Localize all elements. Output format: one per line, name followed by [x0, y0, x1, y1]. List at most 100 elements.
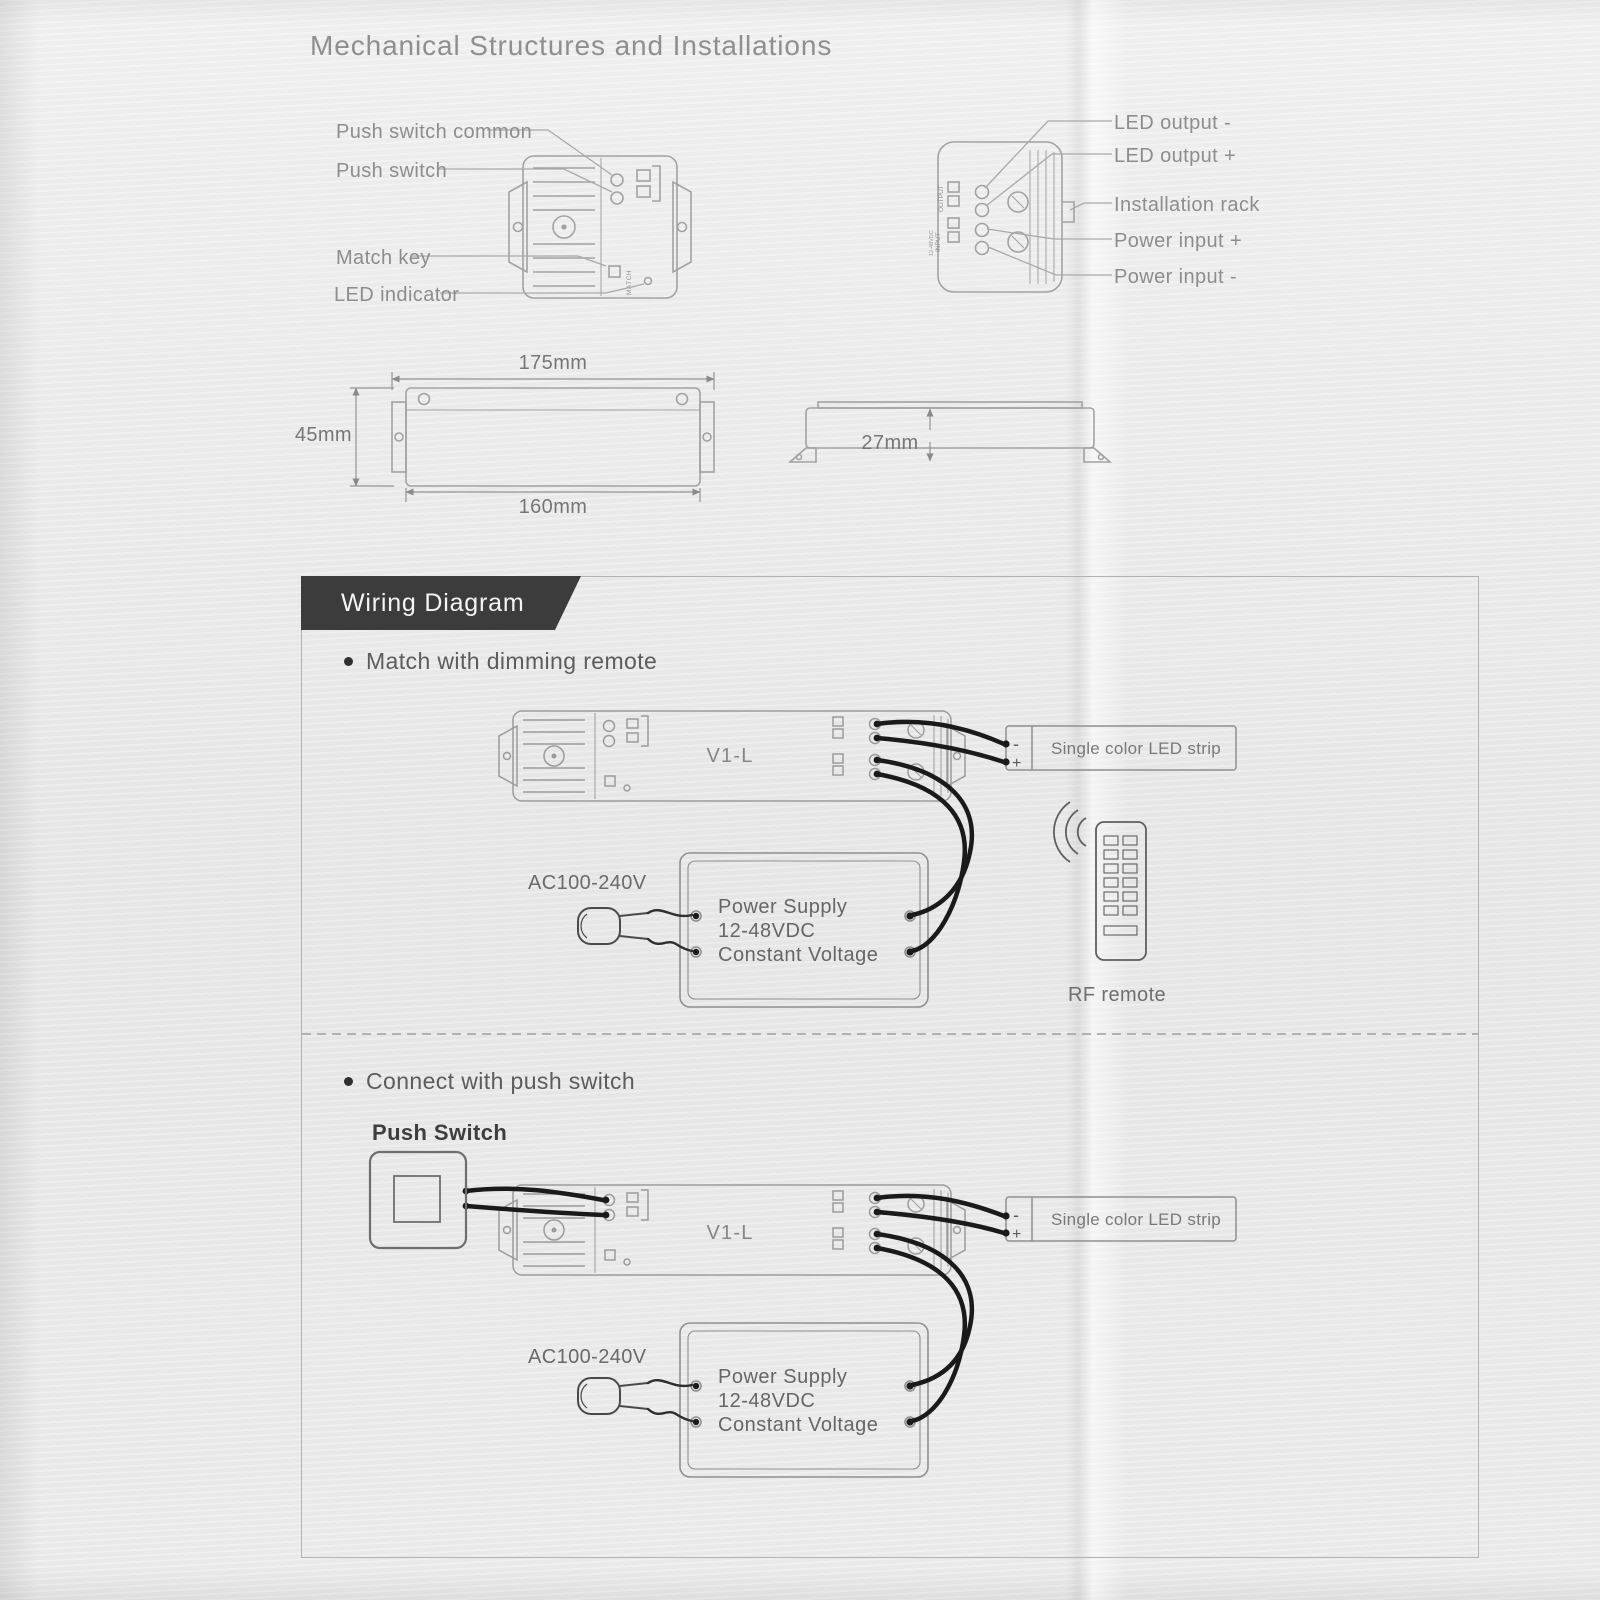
dim-45mm: 45mm — [294, 424, 352, 446]
psu-line-2: 12-48VDC — [718, 920, 816, 942]
device-body — [937, 141, 1063, 293]
wires-section-1 — [874, 719, 1007, 954]
ac-voltage-label-2: AC100-240V — [528, 1346, 647, 1368]
heatsink-fins — [533, 167, 595, 287]
wire-dots-2 — [462, 1187, 1010, 1426]
io-connectors — [947, 181, 960, 243]
mount-tab-left — [391, 401, 407, 473]
wire-power-minus — [874, 1245, 968, 1424]
callout-push-switch — [437, 168, 613, 193]
wiring-section-box — [301, 576, 1479, 1558]
match-key-label: MATCH — [626, 270, 633, 295]
led-strip-1 — [1005, 725, 1237, 771]
dim-175mm: 175mm — [518, 352, 588, 374]
remote-buttons — [1103, 835, 1138, 936]
mount-ear-left — [508, 180, 528, 274]
psu2-line-2: 12-48VDC — [718, 1390, 816, 1412]
led-strip-label-2: Single color LED strip — [1050, 1210, 1222, 1229]
rf-remote-label: RF remote — [1068, 984, 1167, 1006]
power-plug-1 — [577, 907, 649, 945]
case-screw — [675, 392, 689, 406]
foot-right — [1083, 447, 1113, 463]
dimension-160 — [405, 488, 701, 502]
label-led-output-plus: LED output + — [1114, 145, 1237, 167]
case-screw — [552, 215, 576, 239]
callout-power-input-minus — [987, 246, 1112, 276]
mount-tab-right — [699, 401, 715, 473]
bullet-icon — [344, 1077, 353, 1086]
wire-push-1 — [463, 1186, 606, 1203]
callout-power-input-plus — [986, 228, 1112, 240]
psu-line-3: Constant Voltage — [718, 944, 879, 966]
heading-match-dimming-remote: Match with dimming remote — [344, 648, 657, 675]
callout-led-output-plus — [985, 153, 1112, 207]
strip2-minus: - — [1013, 1205, 1019, 1225]
push-switch-label: Push Switch — [372, 1120, 508, 1145]
label-match-key: Match key — [336, 247, 431, 269]
installation-rack-notch — [1062, 201, 1075, 223]
label-installation-rack: Installation rack — [1114, 194, 1260, 216]
rf-remote — [1053, 801, 1147, 961]
callout-led-output-minus — [984, 120, 1112, 189]
psu-line-1: Power Supply — [718, 896, 848, 918]
wire-output-plus — [874, 1209, 1007, 1236]
wiring-diagram-banner: Wiring Diagram — [301, 576, 581, 630]
wiring-terminals — [974, 184, 990, 256]
device-body — [522, 155, 678, 299]
push-switch-terminal — [610, 173, 624, 187]
device-body — [405, 387, 701, 487]
mech-view-left: MATCH — [508, 155, 692, 299]
rf-signal-icon — [1053, 801, 1087, 863]
label-push-switch: Push switch — [336, 160, 448, 182]
bullet-icon — [344, 657, 353, 666]
label-power-input-plus: Power input + — [1114, 230, 1243, 252]
device-model-label-1: V1-L — [706, 745, 754, 767]
mech-view-right: OUTPUT INPUT 12-48VDC — [929, 141, 1075, 293]
page-title: Mechanical Structures and Installations — [310, 30, 833, 61]
wires-section-2 — [463, 1186, 1007, 1424]
callout-match-key — [412, 255, 607, 267]
callout-push-switch-common — [487, 129, 613, 176]
match-key — [608, 265, 621, 278]
wire-output-minus — [874, 1193, 1007, 1219]
callout-led-indicator — [440, 283, 645, 294]
port-output-label: OUTPUT — [938, 185, 945, 212]
wire-output-minus — [874, 719, 1007, 747]
remote-body — [1095, 821, 1147, 961]
device-body — [805, 407, 1095, 449]
dimension-45 — [350, 387, 394, 487]
label-led-output-minus: LED output - — [1114, 112, 1232, 134]
plug-wires-2 — [646, 1379, 694, 1423]
power-plug-2 — [577, 1377, 649, 1415]
ac-voltage-label-1: AC100-240V — [528, 872, 647, 894]
dim-connector-icon — [636, 165, 661, 202]
dim-160mm: 160mm — [518, 496, 588, 518]
heading-text: Match with dimming remote — [366, 648, 658, 674]
side-view — [787, 401, 1113, 463]
callout-installation-rack — [1069, 202, 1112, 211]
mount-ear-right — [672, 180, 692, 274]
wire-push-2 — [463, 1203, 606, 1218]
device-model-label-2: V1-L — [706, 1222, 754, 1244]
wire-power-minus — [874, 771, 968, 954]
led-indicator-dot — [643, 276, 653, 286]
strip1-plus: + — [1012, 755, 1021, 772]
strip2-plus: + — [1012, 1226, 1021, 1243]
heatsink-fins — [1029, 150, 1055, 284]
label-led-indicator: LED indicator — [334, 284, 460, 306]
front-view — [350, 372, 715, 502]
label-power-input-minus: Power input - — [1114, 266, 1238, 288]
dim-27mm: 27mm — [861, 432, 919, 454]
heading-text: Connect with push switch — [366, 1068, 636, 1094]
push-switch — [368, 1150, 468, 1250]
psu2-line-3: Constant Voltage — [718, 1414, 879, 1436]
push-switch-common-terminal — [610, 191, 624, 205]
port-input-label: INPUT — [935, 232, 942, 252]
case-screw — [417, 392, 431, 406]
foot-left — [787, 447, 817, 463]
wire-output-plus — [874, 735, 1007, 765]
strip1-minus: - — [1013, 734, 1019, 754]
wire-power-plus — [874, 757, 975, 918]
